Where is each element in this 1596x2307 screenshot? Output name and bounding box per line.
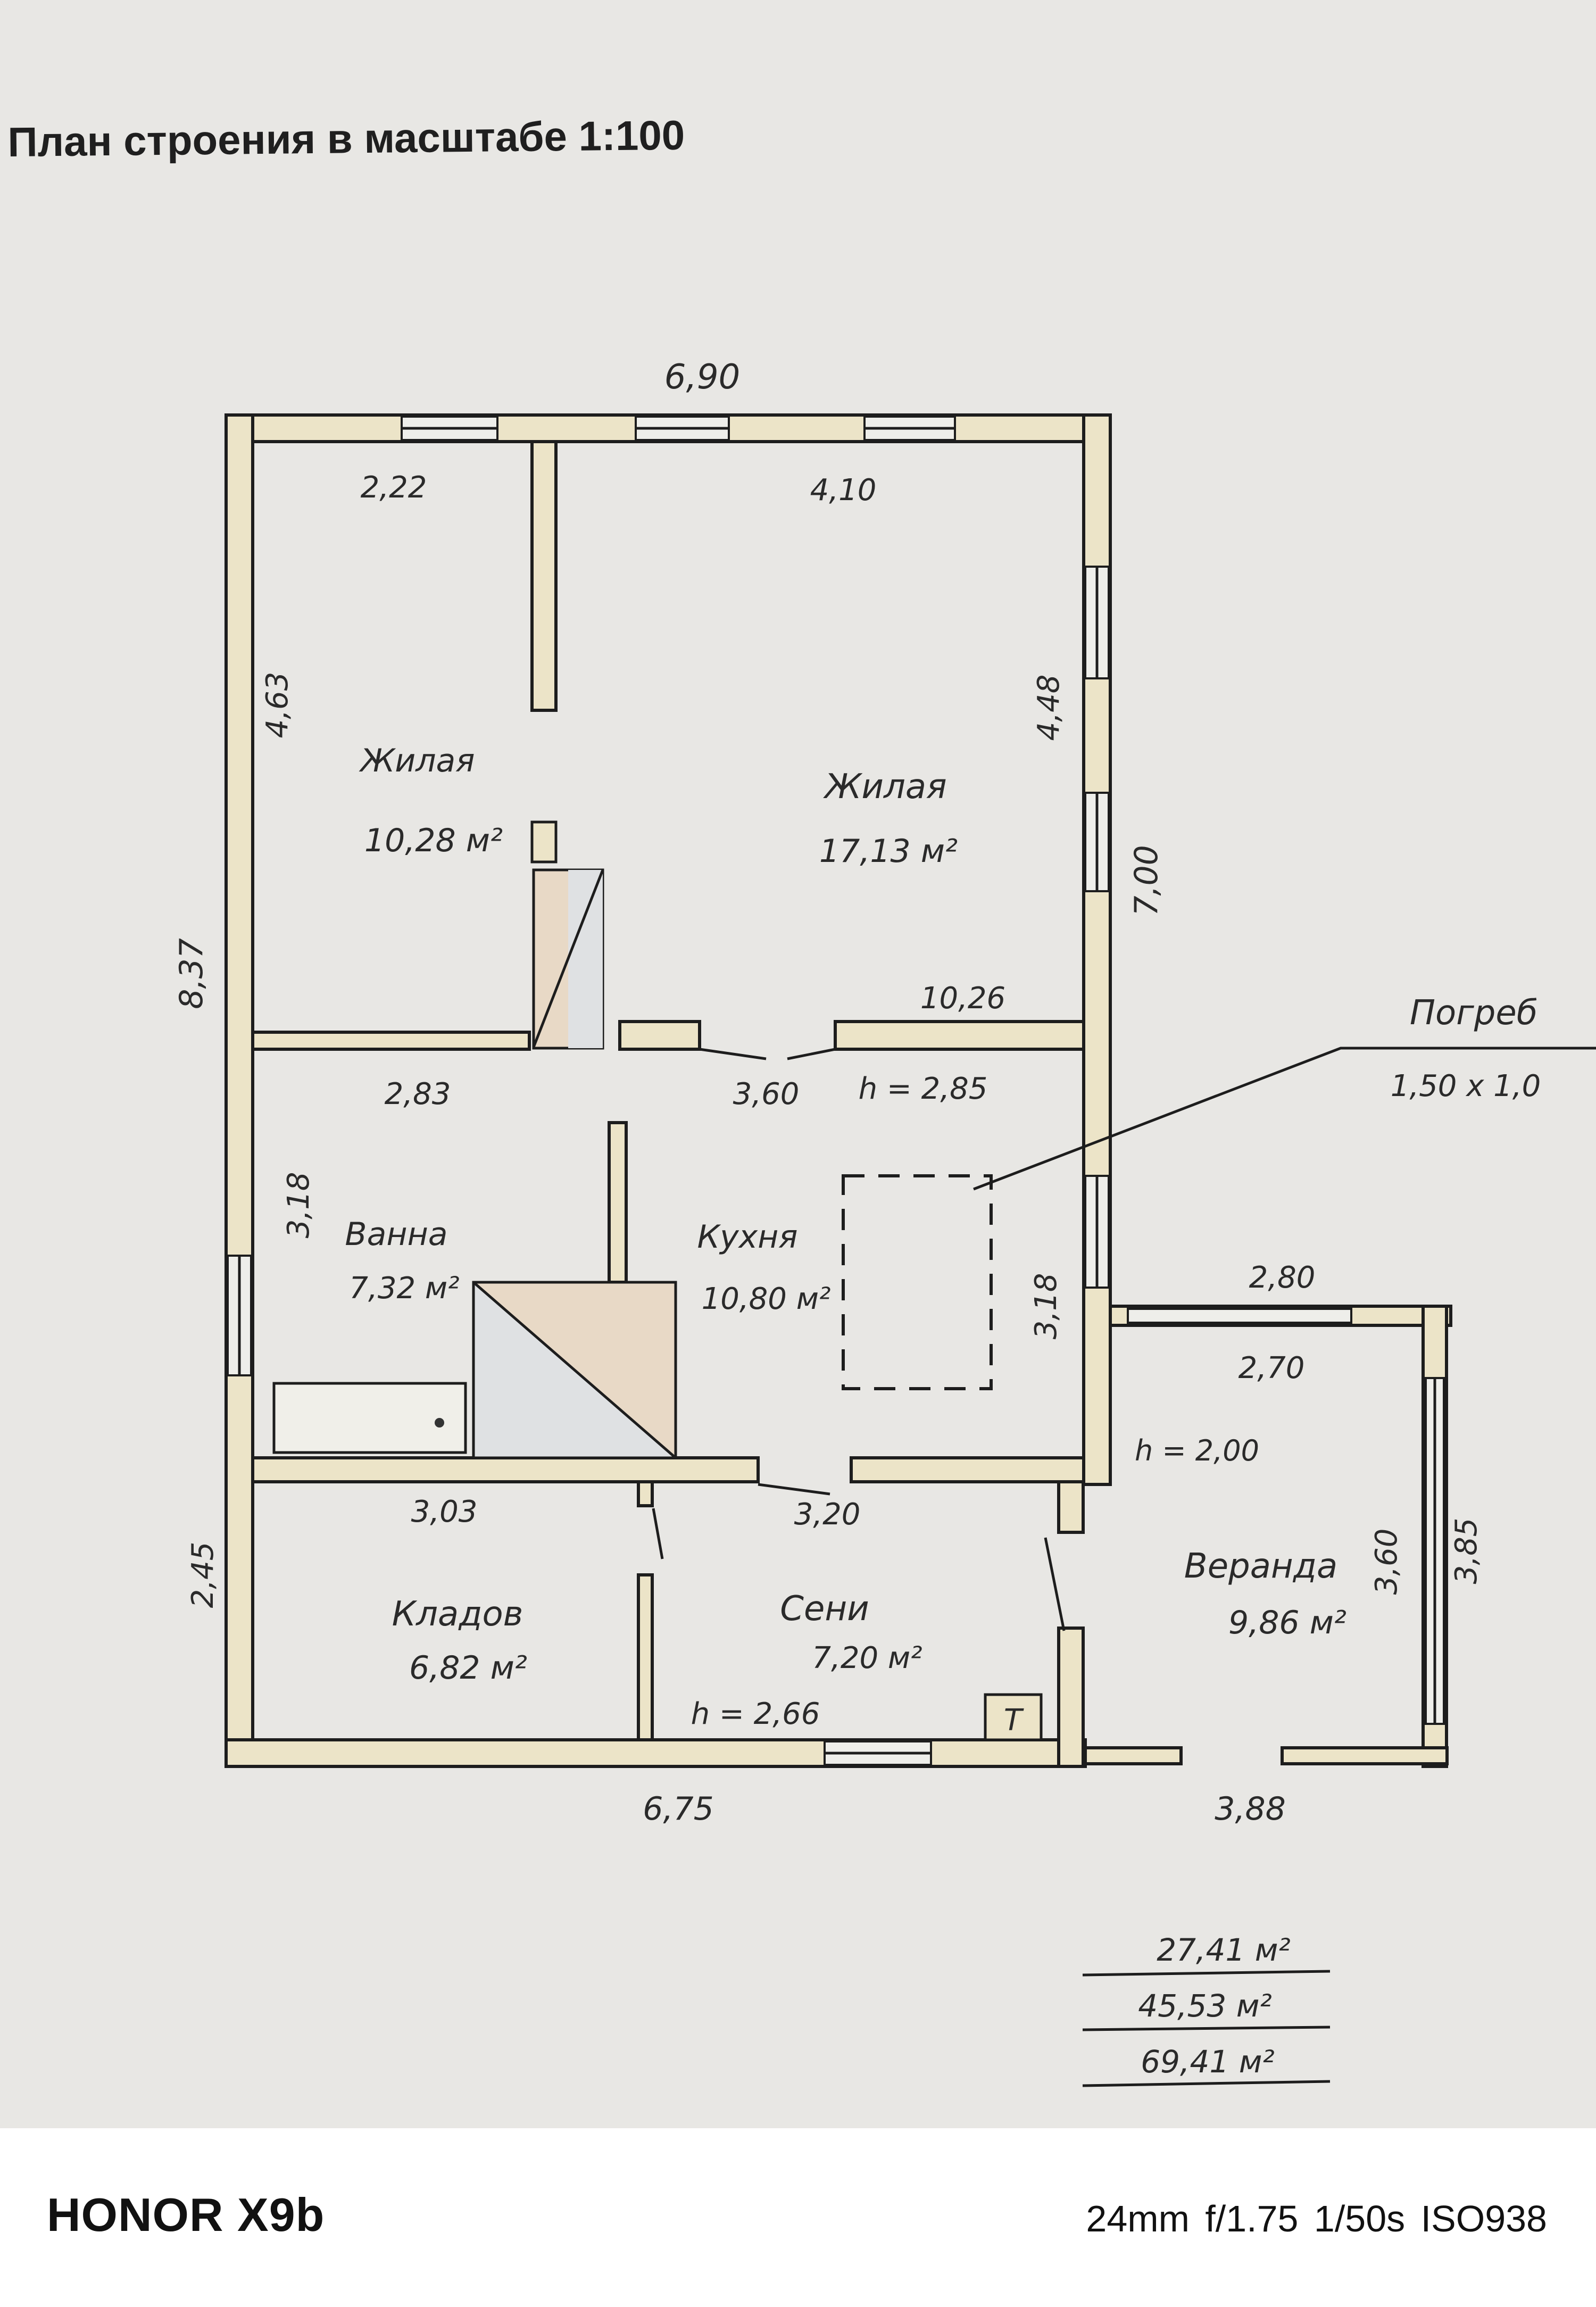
veranda-bottom-wall-right (1281, 1746, 1449, 1765)
dim-kitchen-width: 3,60 (733, 1077, 800, 1111)
dim-veranda-inner-side: 3,60 (1369, 1529, 1404, 1595)
dimension-labels: 6,90 2,22 4,10 4,63 4,48 8,37 7,00 10,26… (173, 358, 1484, 1828)
dim-lower-height: 2,45 (186, 1542, 220, 1608)
room-living-small-area: 10,28 м² (364, 822, 503, 859)
room-hall-name: Сени (780, 1589, 869, 1629)
dim-veranda-bottom: 3,88 (1215, 1790, 1286, 1828)
room-kitchen-name: Кухня (697, 1218, 798, 1256)
cellar-size: 1,50 x 1,0 (1391, 1069, 1541, 1103)
door-swing (652, 1508, 664, 1559)
partition-horizontal-right (834, 1020, 1085, 1051)
stove-box-hall: Т (984, 1693, 1043, 1741)
bottom-windows (824, 1740, 932, 1766)
bottom-wall (225, 1738, 1087, 1768)
dim-kitchen-height: 3,18 (1029, 1273, 1063, 1340)
door-swing (758, 1483, 830, 1496)
stove-lower (472, 1281, 677, 1459)
cellar-label: Погреб 1,50 x 1,0 (1391, 993, 1541, 1103)
dim-top-left-room: 2,22 (361, 470, 427, 505)
height-labels: h = 2,85 h = 2,00 h = 2,66 (691, 1072, 1259, 1731)
room-living-large-area: 17,13 м² (819, 833, 958, 870)
partition-kitchen-bottom (850, 1456, 1085, 1483)
room-labels: Жилая 10,28 м² Жилая 17,13 м² Ванна 7,32… (345, 742, 1346, 1687)
dim-right-upper-room: 4,48 (1032, 675, 1066, 741)
left-wall (225, 413, 254, 1768)
camera-brand: HONOR X9b (47, 2188, 325, 2241)
dim-veranda-outer-top: 2,80 (1249, 1260, 1316, 1295)
paper-sheet (0, 0, 1596, 2128)
partition-upper-vertical (530, 440, 558, 712)
top-windows (401, 416, 956, 441)
dim-bath-width: 2,83 (385, 1077, 451, 1111)
room-hall-area: 7,20 м² (812, 1641, 922, 1675)
camera-exif: 24mm f/1.75 1/50s ISO938 (1086, 2198, 1547, 2239)
dim-top-total: 6,90 (664, 358, 741, 397)
dim-top-right-room: 4,10 (810, 473, 877, 508)
hall-right-wall (1057, 1626, 1085, 1768)
bathtub (272, 1382, 467, 1454)
door-swing (1044, 1537, 1066, 1631)
door-jamb (637, 1480, 654, 1507)
room-kitchen-area: 10,80 м² (702, 1282, 831, 1316)
stove-upper (530, 820, 604, 1050)
partition-bath-bottom (251, 1456, 760, 1483)
left-windows (227, 1255, 252, 1376)
door-swing (699, 1048, 767, 1060)
total-3: 69,41 м² (1141, 2044, 1274, 2080)
cellar-leader (973, 1047, 1596, 1191)
dim-veranda-inner-top: 2,70 (1238, 1351, 1305, 1385)
partitions (251, 440, 1085, 1741)
total-1: 27,41 м² (1157, 1932, 1290, 1968)
room-pantry-name: Кладов (392, 1595, 523, 1634)
dim-left-total: 8,37 (173, 938, 210, 1009)
cellar-name: Погреб (1410, 993, 1537, 1033)
height-main: h = 2,85 (859, 1072, 988, 1106)
dim-hall-width: 3,20 (794, 1497, 861, 1532)
room-living-large-name: Жилая (822, 767, 946, 807)
area-totals: 27,41 м² 45,53 м² 69,41 м² (1082, 1932, 1331, 2087)
veranda-bottom-wall-left (1084, 1746, 1183, 1765)
dim-right-main: 7,00 (1128, 845, 1165, 916)
cellar-outline (842, 1174, 993, 1390)
floor-plan: Т 6,90 2,22 4,10 4,63 4,48 8,37 7,00 10,… (173, 358, 1596, 2087)
hall-right-stub (1057, 1472, 1085, 1534)
height-hall: h = 2,66 (691, 1697, 820, 1731)
partition-lower-vertical (608, 1121, 628, 1284)
door-swing (787, 1048, 836, 1060)
dim-partition-right: 10,26 (920, 981, 1005, 1016)
partition-pantry-hall (637, 1573, 654, 1741)
partition-stub (618, 1020, 701, 1051)
room-bath-name: Ванна (345, 1216, 447, 1253)
room-veranda-name: Веранда (1184, 1547, 1337, 1586)
dim-veranda-outer-side: 3,85 (1449, 1518, 1484, 1584)
dim-left-upper-room: 4,63 (260, 672, 295, 738)
dim-bath-height: 3,18 (281, 1172, 316, 1239)
veranda-walls (1084, 1305, 1452, 1768)
partition-horizontal-left (251, 1031, 531, 1051)
room-veranda-area: 9,86 м² (1228, 1604, 1346, 1641)
total-2: 45,53 м² (1138, 1988, 1271, 2024)
right-windows (1084, 566, 1110, 1289)
camera-watermark-bar: HONOR X9b 24mm f/1.75 1/50s ISO938 (0, 2128, 1596, 2307)
room-pantry-area: 6,82 м² (409, 1649, 527, 1687)
height-veranda: h = 2,00 (1135, 1434, 1259, 1467)
dim-bottom-total: 6,75 (643, 1790, 714, 1828)
room-living-small-name: Жилая (359, 742, 475, 779)
dim-pantry-width: 3,03 (411, 1495, 478, 1529)
room-bath-area: 7,32 м² (349, 1271, 459, 1306)
stove-mark: Т (1004, 1703, 1024, 1738)
